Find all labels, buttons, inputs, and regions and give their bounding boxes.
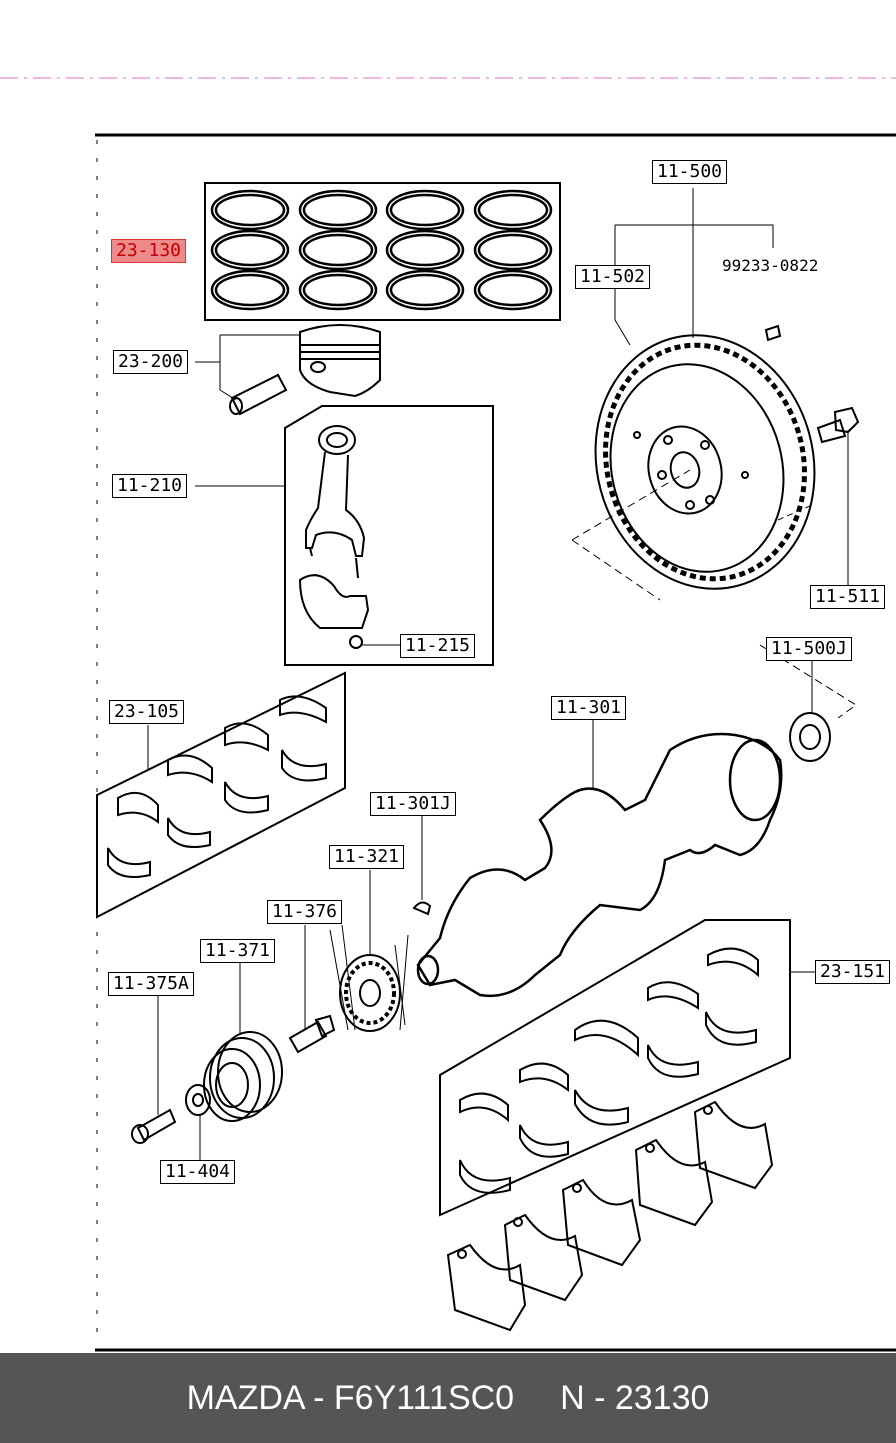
- piston-and-pin: [195, 324, 381, 416]
- crank-pulley: [203, 962, 283, 1122]
- callout-11-375a[interactable]: 11-375A: [108, 972, 194, 996]
- callout-11-511[interactable]: 11-511: [810, 585, 886, 609]
- callout-11-210[interactable]: 11-210: [112, 474, 188, 498]
- callout-23-105[interactable]: 23-105: [109, 700, 185, 724]
- main-bearing-caps: [446, 1100, 774, 1332]
- part-number-text: MAZDA - F6Y111SC0: [186, 1378, 515, 1417]
- washer: [185, 1084, 211, 1160]
- pulley-bolt-376: [288, 925, 336, 1054]
- callout-11-371[interactable]: 11-371: [200, 939, 276, 963]
- part-number-footer: MAZDA - F6Y111SC0 N - 23130: [0, 1353, 896, 1443]
- reference-number-text: N - 23130: [560, 1378, 710, 1417]
- callout-23-151[interactable]: 23-151: [815, 960, 891, 984]
- flywheel-bolt: [777, 406, 860, 585]
- callout-11-215[interactable]: 11-215: [400, 634, 476, 658]
- callout-11-301j[interactable]: 11-301J: [370, 792, 456, 816]
- callout-11-500j[interactable]: 11-500J: [766, 637, 852, 661]
- callout-11-301[interactable]: 11-301: [551, 696, 627, 720]
- timing-gear: [329, 870, 409, 1032]
- pulley-bolt-375a: [131, 995, 177, 1144]
- callout-11-500[interactable]: 11-500: [652, 160, 728, 184]
- callout-11-404[interactable]: 11-404: [160, 1160, 236, 1184]
- callout-99233-0822[interactable]: 99233-0822: [722, 256, 819, 275]
- callout-11-376[interactable]: 11-376: [267, 900, 343, 924]
- callout-23-200[interactable]: 23-200: [113, 350, 189, 374]
- main-bearing-set: [439, 919, 815, 1217]
- pilot-bearing: [759, 644, 857, 762]
- callout-23-130[interactable]: 23-130: [111, 239, 187, 263]
- flywheel: [571, 188, 816, 601]
- rod-bearing-set: [96, 671, 346, 919]
- connecting-rod-assembly: [195, 405, 494, 666]
- callout-11-321[interactable]: 11-321: [329, 845, 405, 869]
- crank-key: [412, 815, 432, 916]
- piston-rings-set: [204, 182, 561, 321]
- callout-11-502[interactable]: 11-502: [575, 265, 651, 289]
- crankshaft: [416, 720, 783, 998]
